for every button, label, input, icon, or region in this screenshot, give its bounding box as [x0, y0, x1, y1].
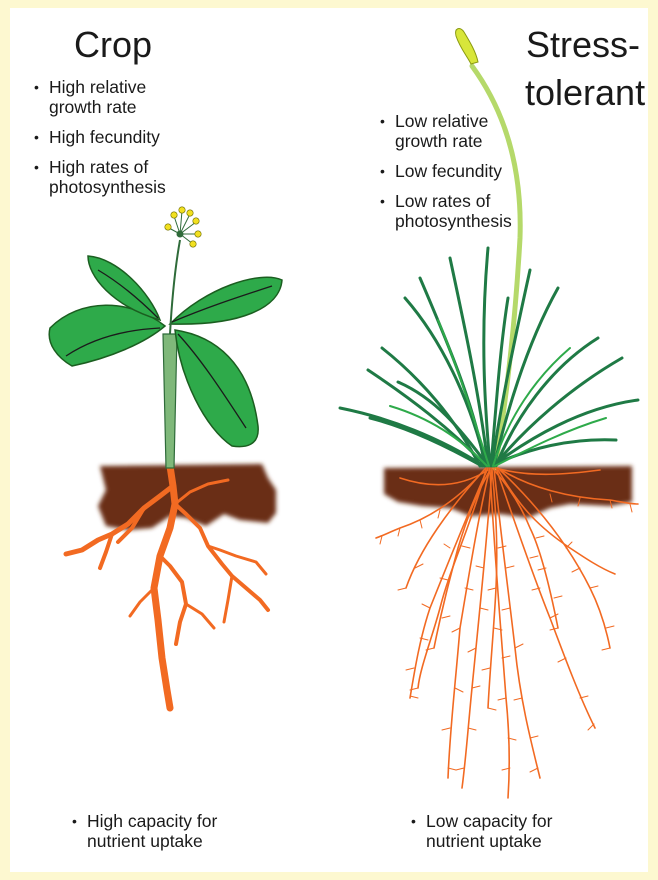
stress-title-line1: Stress- [526, 26, 640, 64]
crop-flower [165, 207, 201, 247]
stress-trait-fecundity: Low fecundity [380, 161, 512, 181]
stress-grass [340, 248, 638, 466]
crop-trait-growth-rate: High relative growth rate [34, 77, 166, 117]
crop-title: Crop [74, 26, 152, 64]
stress-trait-photosynthesis: Low rates of photosynthesis [380, 191, 512, 231]
crop-plant [49, 207, 282, 708]
crop-traits: High relative growth rate High fecundity… [34, 77, 166, 207]
crop-stem [163, 334, 177, 468]
figure-panel: Crop High relative growth rate High fecu… [10, 8, 648, 872]
crop-uptake-capacity: High capacity for nutrient uptake [72, 811, 217, 851]
crop-soil [98, 464, 276, 530]
stress-traits: Low relative growth rate Low fecundity L… [380, 111, 512, 241]
stress-title-line2: tolerant [525, 74, 645, 112]
stress-roots [376, 468, 638, 798]
crop-uptake: High capacity for nutrient uptake [72, 811, 217, 861]
stress-uptake-capacity: Low capacity for nutrient uptake [411, 811, 552, 851]
stress-flower-head [456, 29, 478, 64]
crop-trait-fecundity: High fecundity [34, 127, 166, 147]
stress-trait-growth-rate: Low relative growth rate [380, 111, 512, 151]
crop-trait-photosynthesis: High rates of photosynthesis [34, 157, 166, 197]
stress-uptake: Low capacity for nutrient uptake [411, 811, 552, 861]
